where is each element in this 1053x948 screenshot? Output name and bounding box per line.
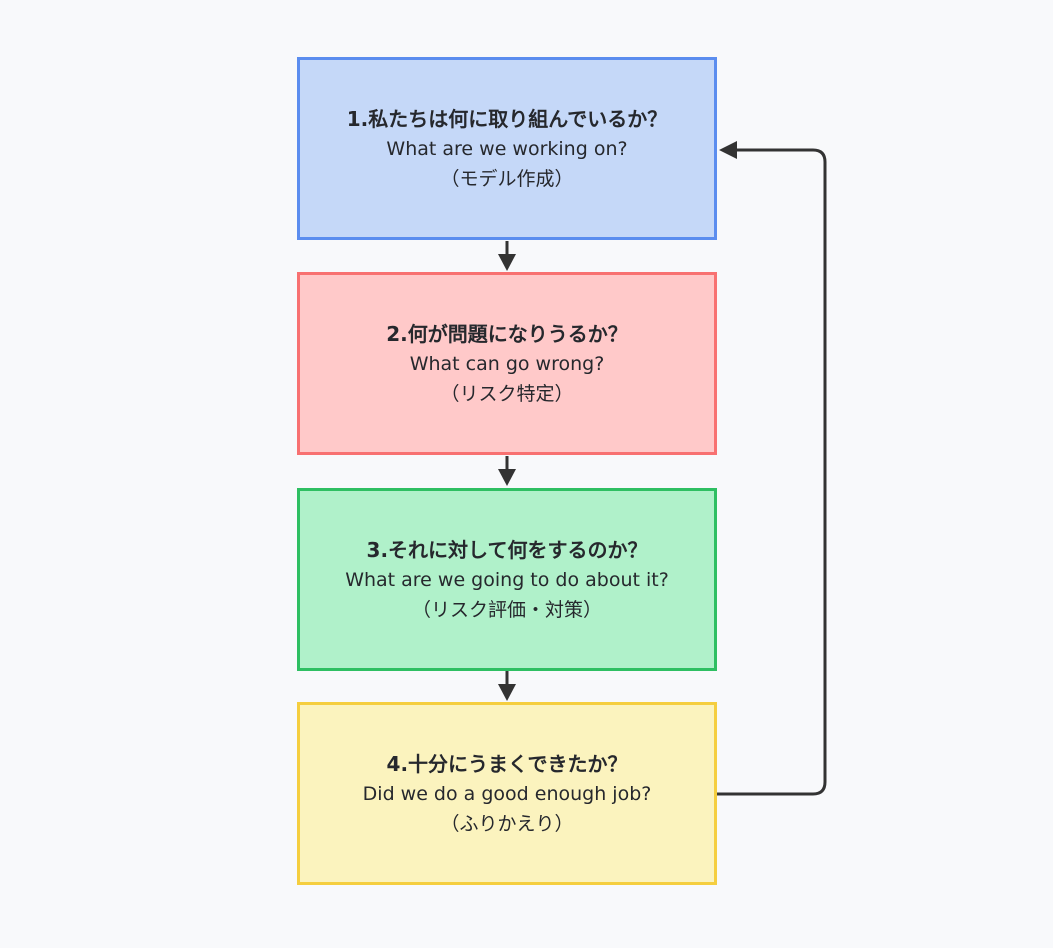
flow-step-2: 2.何が問題になりうるか？ What can go wrong? （リスク特定）: [297, 272, 717, 455]
flow-step-4: 4.十分にうまくできたか？ Did we do a good enough jo…: [297, 702, 717, 885]
arrow-down-icon: [498, 254, 516, 271]
arrow-2-to-3: [498, 456, 516, 486]
arrow-down-icon: [498, 684, 516, 701]
step-title: 2.何が問題になりうるか？: [386, 321, 628, 346]
arrow-3-to-4: [498, 671, 516, 701]
arrow-down-icon: [498, 469, 516, 486]
step-title: 1.私たちは何に取り組んでいるか？: [346, 106, 668, 131]
step-note: （リスク特定）: [440, 382, 574, 405]
step-subtitle-en: What are we working on?: [386, 137, 628, 160]
arrow-1-to-2: [498, 241, 516, 271]
step-title: 3.それに対して何をするのか？: [366, 537, 648, 562]
step-note: （リスク評価・対策）: [411, 598, 602, 621]
step-subtitle-en: Did we do a good enough job?: [362, 782, 652, 805]
flow-step-3: 3.それに対して何をするのか？ What are we going to do …: [297, 488, 717, 671]
feedback-arrow-4-to-1: [717, 141, 827, 796]
step-subtitle-en: What are we going to do about it?: [345, 568, 669, 591]
step-note: （モデル作成）: [440, 167, 574, 190]
step-title: 4.十分にうまくできたか？: [386, 751, 628, 776]
step-note: （ふりかえり）: [440, 812, 574, 835]
arrow-left-icon: [719, 141, 737, 159]
flow-step-1: 1.私たちは何に取り組んでいるか？ What are we working on…: [297, 57, 717, 240]
step-subtitle-en: What can go wrong?: [409, 352, 605, 375]
